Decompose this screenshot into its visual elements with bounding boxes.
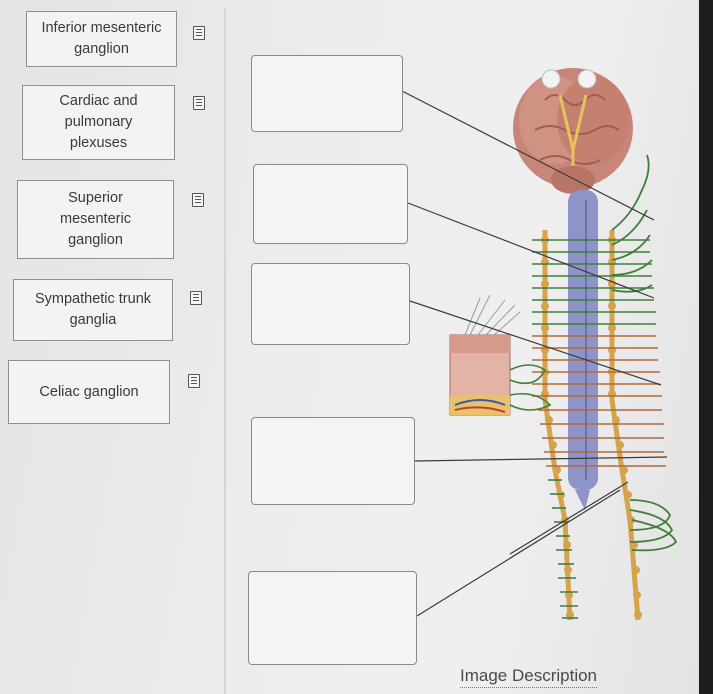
notepad-icon[interactable] [190,291,202,305]
visceral-nerve-fibers [611,154,678,552]
label-text: Inferior mesenteric ganglion [41,20,162,57]
notepad-icon[interactable] [188,374,200,388]
panel-divider [224,8,226,694]
spinal-cord [568,190,598,490]
label-text: Celiac ganglion [39,383,139,400]
label-text: Superior mesenteric ganglion [60,190,131,248]
label-card-inferior-mesenteric[interactable]: Inferior mesenteric ganglion [26,11,177,67]
sympathetic-chain-left [541,230,574,621]
label-card-cardiac-pulmonary[interactable]: Cardiac and pulmonary plexuses [22,85,175,160]
screen-edge [699,0,713,694]
brain-illustration [513,68,633,195]
notepad-icon[interactable] [193,26,205,40]
leader-lines [401,90,668,617]
drop-target-1[interactable] [251,55,403,132]
skin-section-illustration [449,294,552,416]
drop-target-4[interactable] [251,417,415,505]
image-description-link[interactable]: Image Description [460,665,598,688]
notepad-icon[interactable] [193,96,205,110]
notepad-icon[interactable] [192,193,204,207]
label-text: Cardiac and pulmonary plexuses [59,93,138,151]
drop-target-3[interactable] [251,263,410,345]
label-card-sympathetic-trunk[interactable]: Sympathetic trunk ganglia [13,279,173,341]
sympathetic-chain-right [608,230,642,621]
label-card-superior-mesenteric[interactable]: Superior mesenteric ganglion [17,180,174,259]
label-text: Sympathetic trunk ganglia [34,291,152,328]
drop-target-2[interactable] [253,164,408,244]
spinal-nerves [532,239,656,325]
label-card-celiac[interactable]: Celiac ganglion [8,360,170,424]
drop-target-5[interactable] [248,571,417,665]
